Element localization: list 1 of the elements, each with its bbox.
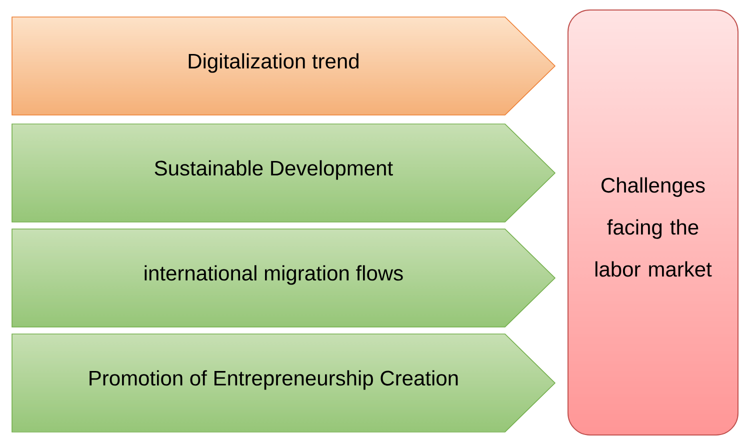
- rounded-box: Challenges facing the labor market: [568, 10, 738, 436]
